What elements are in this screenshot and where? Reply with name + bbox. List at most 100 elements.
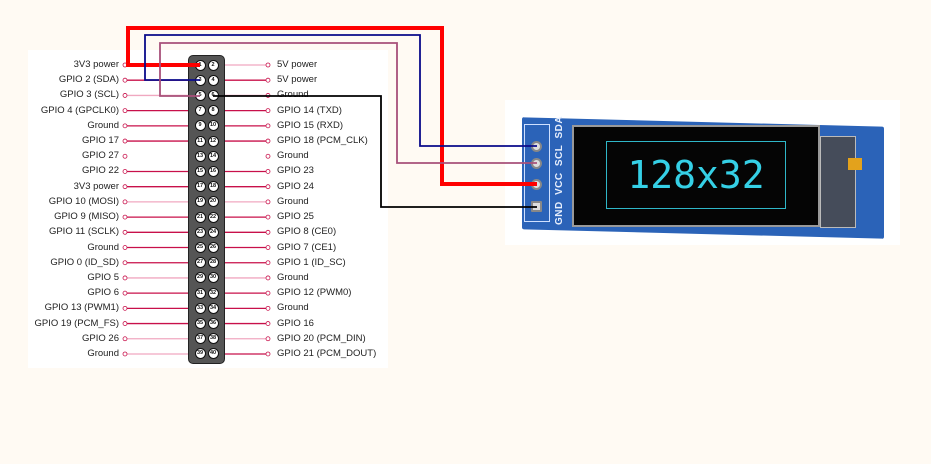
pin-number: 2 [207,59,219,71]
pin-number: 25 [194,242,206,254]
pin-label: GPIO 22 [82,165,119,177]
pin-dot [265,214,271,220]
pin-label: GPIO 12 (PWM0) [277,287,352,299]
pin-label: GPIO 4 (GPCLK0) [40,104,119,116]
pin-dot [122,153,128,159]
pin-dot [265,305,271,311]
pin-dot [265,229,271,235]
pin-number: 23 [194,226,206,238]
pin-dot [122,108,128,114]
pin-dot [122,77,128,83]
pin-label: 5V power [277,74,318,86]
pin-number: 32 [207,287,219,299]
pin-dot [265,123,271,129]
pin-number: 35 [194,318,206,330]
pin-number: 4 [207,74,219,86]
pin-number: 10 [207,120,219,132]
pin-label: GPIO 9 (MISO) [54,211,119,223]
pin-dot [122,138,128,144]
pin-label: Ground [277,89,309,101]
pin-number: 17 [194,181,206,193]
pin-label: GPIO 5 [87,271,119,283]
pin-dot [122,245,128,250]
pin-dot [122,305,128,311]
pin-number: 28 [207,257,219,269]
scl-wire [159,42,537,164]
pin-number: 11 [194,135,206,147]
sda-wire [144,34,537,147]
pin-label: GPIO 6 [87,287,119,299]
pin-label: GPIO 27 [82,150,119,162]
pin-label: GPIO 21 (PCM_DOUT) [277,347,377,359]
oled-pin-strip [524,124,550,222]
pin-dot [265,260,271,266]
pin-dot [122,351,128,357]
pin-number: 36 [207,318,219,330]
pin-label: GPIO 11 (SCLK) [48,226,119,238]
pin-label: GPIO 26 [82,332,119,344]
pin-number: 7 [194,105,206,117]
pin-label: Ground [87,241,119,253]
pin-label: 3V3 power [73,59,119,70]
pin-number: 22 [207,211,219,223]
pin-label: GPIO 25 [277,211,314,223]
pin-label: GPIO 7 (CE1) [277,241,337,253]
pin-label: GPIO 1 (ID_SC) [277,256,346,268]
pin-label: GPIO 17 [82,135,119,147]
pin-number: 30 [207,272,219,284]
pin-number: 38 [207,333,219,345]
pin-dot [265,108,271,114]
pin-dot [122,336,128,342]
pin-number: 16 [207,165,219,177]
pin-number: 13 [194,150,206,162]
pin-dot [122,321,128,326]
pin-label: Ground [277,302,309,314]
pin-label: Ground [87,119,119,131]
pin-label: GPIO 16 [277,317,314,329]
pin-number: 40 [207,348,219,360]
pin-dot [265,169,271,174]
pin-number: 29 [194,272,206,284]
pin-dot [122,260,128,266]
oled-resolution-text: 128x32 [627,153,765,197]
pin-label: Ground [277,271,309,283]
pin-number: 26 [207,242,219,254]
pin-dot [122,93,128,98]
pin-dot [122,290,128,296]
pin-number: 20 [207,196,219,208]
oled-flex-cable [820,136,856,228]
pin-dot [122,123,128,129]
pin-label: GPIO 14 (TXD) [277,104,342,116]
pin-dot [265,321,271,326]
pin-label: Ground [277,195,309,207]
gpio-header [188,55,225,364]
pin-label: GPIO 19 (PCM_FS) [34,317,119,329]
oled-flex-tab [848,158,862,170]
oled-pin-labels: GND VCC SCL SDA [554,115,565,225]
pin-number: 21 [194,211,206,223]
pin-label: GPIO 18 (PCM_CLK) [277,135,368,147]
pin-dot [122,169,128,174]
pin-label: 3V3 power [73,180,119,192]
pin-dot [122,199,128,205]
pin-number: 14 [207,150,219,162]
pin-dot [265,351,271,357]
pin-number: 9 [194,120,206,132]
pin-dot [122,214,128,220]
pin-number: 15 [194,165,206,177]
pin-label: GPIO 8 (CE0) [277,226,337,238]
pin-number: 18 [207,181,219,193]
pin-dot [265,199,271,205]
vcc-wire [126,26,537,186]
pin-number: 27 [194,257,206,269]
oled-screen [572,125,820,227]
pin-dot [265,62,271,68]
gnd-wire [213,95,537,208]
pin-label: GPIO 15 (RXD) [277,119,343,131]
pin-number: 12 [207,135,219,147]
pin-number: 24 [207,226,219,238]
pin-label: Ground [87,347,119,359]
pin-dot [265,290,271,296]
pin-dot [265,77,271,83]
pin-number: 39 [194,348,206,360]
